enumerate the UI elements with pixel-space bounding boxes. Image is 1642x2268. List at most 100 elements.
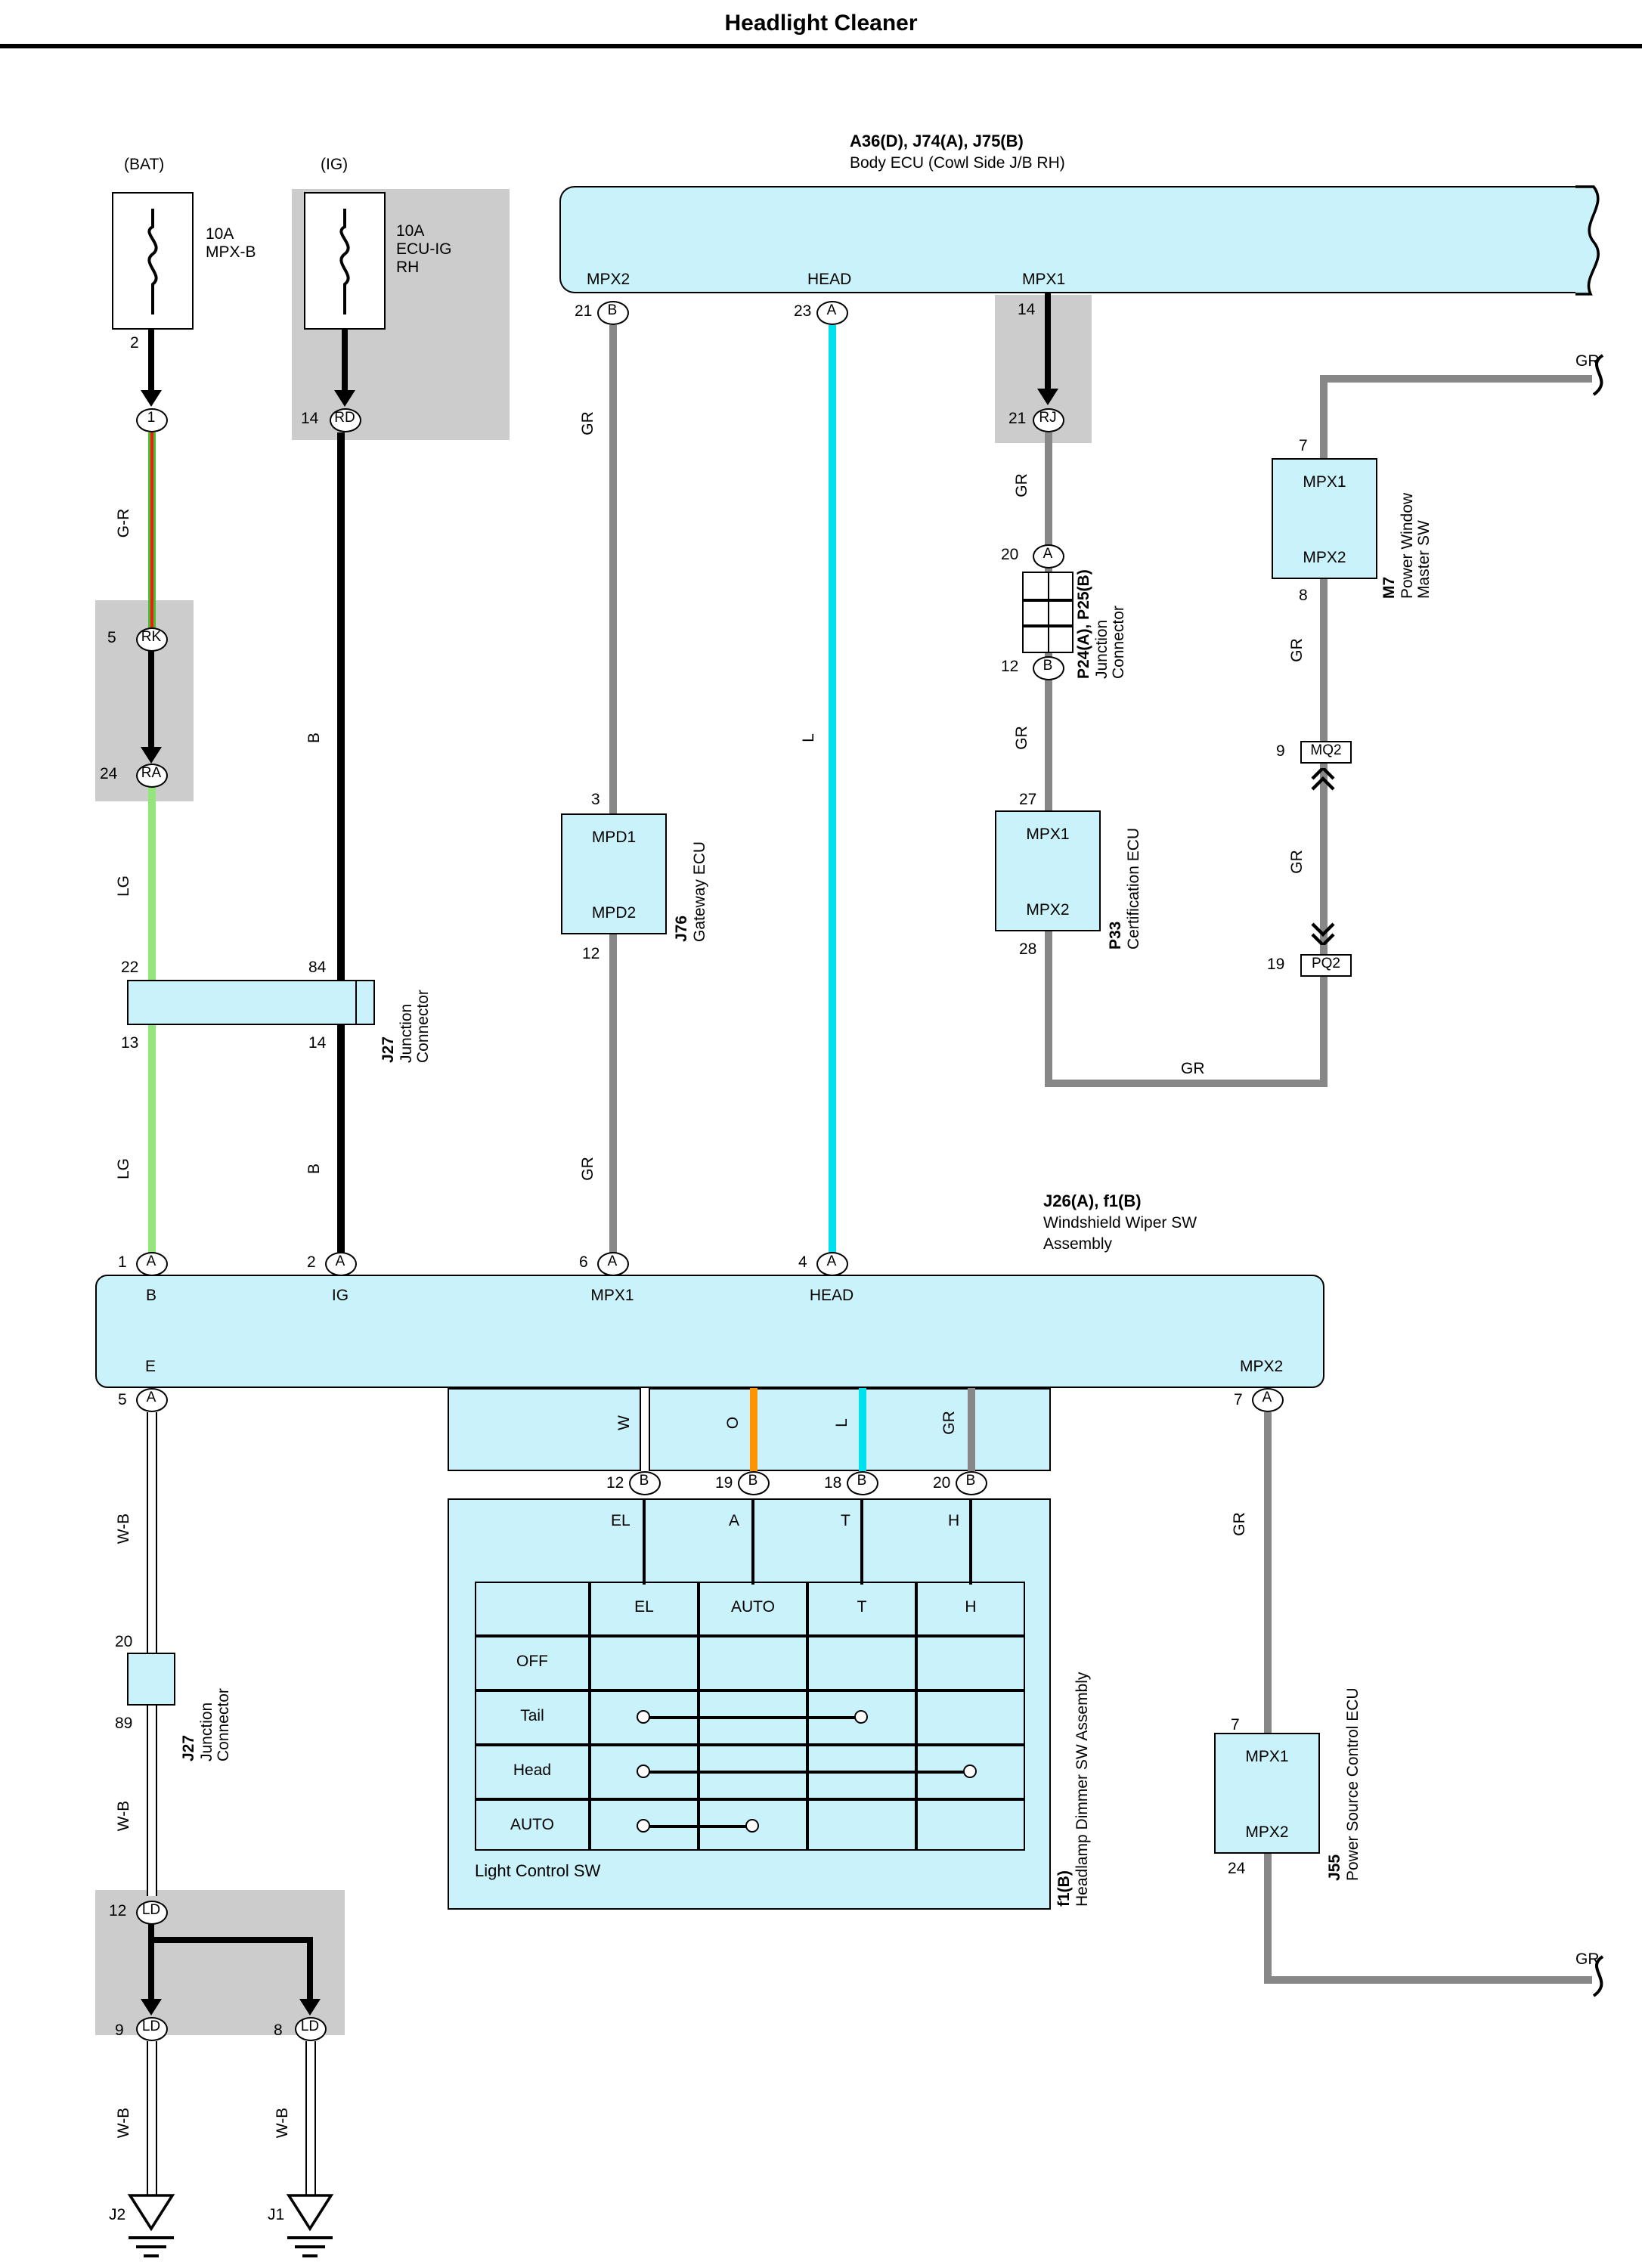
fuse-ig-rating: 10A: [396, 222, 425, 240]
wire-break-bottom-icon: [1592, 1955, 1604, 1997]
mq2-pin: 9: [1276, 742, 1285, 761]
j27-bottom-label: J27 Junction Connector: [180, 1688, 233, 1761]
connector-a-p24: A: [1032, 544, 1064, 569]
j27-junction-divider: [355, 981, 358, 1024]
body-ecu-pin-mpx1: 14: [1018, 301, 1036, 319]
m7-label: M7 Power Window Master SW: [1380, 492, 1433, 599]
title-rule: [0, 44, 1642, 48]
connector-a-wiper-e: A: [135, 1388, 167, 1412]
connector-b-h: B: [955, 1471, 987, 1495]
m7-pin-bot: 8: [1299, 587, 1308, 605]
wire-l-head: [828, 325, 835, 1258]
wire-wb-ground-left: [146, 2041, 156, 2195]
table-hline-3: [475, 1743, 1025, 1746]
connector-a-wiper-b: A: [135, 1252, 167, 1276]
rj-arrow-down-icon: [1037, 389, 1058, 405]
connector-b-a: B: [737, 1471, 769, 1495]
table-hline-4: [475, 1798, 1025, 1801]
j27-pin-22: 22: [121, 959, 139, 977]
wire-label-gr-m7a: GR: [1288, 638, 1306, 662]
wire-gr-horizontal-mid: [1044, 1080, 1327, 1087]
dimmer-lead-el: [643, 1498, 646, 1585]
contact-head: [644, 1771, 971, 1774]
fuse-ig-pin: 14: [301, 410, 319, 428]
p24-pin-top: 20: [1001, 546, 1019, 564]
wire-label-w: W: [615, 1415, 634, 1430]
wiper-port-e: E: [145, 1358, 156, 1376]
wire-gr-gateway: [609, 325, 616, 1258]
body-ecu-pin-head: 23: [794, 302, 812, 321]
wire-label-lg-2: LG: [115, 1158, 133, 1180]
connector-pq2: PQ2: [1300, 954, 1352, 977]
wire-gr-power-window: [1319, 375, 1327, 1087]
power-source-control-ecu-box: [1214, 1733, 1320, 1854]
wire-label-gr-m7b: GR: [1288, 850, 1306, 874]
p24-label: P24(A), P25(B) Junction Connector: [1075, 569, 1128, 679]
connector-a-wiper-mpx2: A: [1251, 1388, 1283, 1412]
fuse-ig-element-icon: [339, 209, 350, 314]
wire-label-lg-1: LG: [115, 875, 133, 897]
wire-gr-top-right: [1319, 375, 1591, 383]
contact-dot-auto-a: [745, 1819, 759, 1833]
wiper-name1: Windshield Wiper SW: [1043, 1214, 1197, 1232]
m7-port-mpx2: MPX2: [1303, 549, 1346, 567]
gateway-pin-top: 3: [591, 791, 600, 809]
p33-port-mpx1: MPX1: [1026, 826, 1070, 844]
wiper-pin-2: 2: [307, 1253, 316, 1272]
ld-stem-left: [148, 1922, 154, 2002]
wire-g-r: [147, 432, 155, 629]
table-header-h: H: [965, 1598, 977, 1616]
bat-arrow-down-icon: [141, 390, 162, 407]
wiper-port-mpx2: MPX2: [1240, 1358, 1284, 1376]
wire-label-b-2: B: [305, 1163, 324, 1175]
wire-b: [336, 432, 344, 1258]
bat-fuse-stem: [148, 330, 154, 393]
wire-label-gr-cert: GR: [1013, 726, 1031, 750]
ld-stem-right: [307, 1937, 313, 2002]
table-vline-1: [588, 1582, 591, 1851]
certification-ecu-box: [995, 810, 1101, 931]
j27b-pin-bot: 89: [115, 1715, 133, 1733]
rj-pin: 21: [1008, 410, 1027, 428]
pq2-pin: 19: [1267, 956, 1285, 974]
p24-grid-hline1: [1024, 599, 1072, 602]
gateway-port-mpd1: MPD1: [591, 829, 637, 847]
wire-break-top-icon: [1592, 354, 1604, 396]
rk-ra-stem: [148, 649, 154, 750]
j27-junction-box: [127, 980, 375, 1025]
light-control-sw-table: [475, 1582, 1025, 1851]
wiper-sw-assembly-box: [95, 1275, 1324, 1388]
connector-a-head: A: [816, 301, 847, 325]
connector-a-wiper-head: A: [816, 1252, 847, 1276]
wire-label-wb-2: W-B: [115, 1800, 133, 1832]
wiper-pin-1: 1: [118, 1253, 127, 1272]
j27-bottom-junction-box: [127, 1653, 175, 1706]
connector-b-p24: B: [1032, 656, 1064, 680]
double-chevron-down-icon: [1311, 922, 1335, 945]
connector-rj: RJ: [1032, 408, 1064, 432]
table-header-el: EL: [634, 1598, 654, 1616]
gateway-ecu-box: [561, 813, 667, 934]
m7-pin-top: 7: [1299, 437, 1308, 455]
wire-label-gr-j55: GR: [1231, 1512, 1249, 1536]
wire-gr-j55: [1263, 1412, 1271, 1984]
contact-dot-tail-el: [637, 1710, 650, 1724]
connector-ld-8: LD: [294, 2017, 326, 2041]
fuse-bat-name: MPX-B: [206, 243, 256, 262]
contact-auto: [644, 1825, 753, 1828]
dimmer-label: f1(B) Headlamp Dimmer SW Assembly: [1055, 1672, 1091, 1907]
connector-rk: RK: [135, 627, 167, 652]
wire-w-strip: [639, 1388, 649, 1471]
wiper-port-b: B: [145, 1287, 156, 1305]
p24-pin-bot: 12: [1001, 658, 1019, 676]
rk-ra-arrow-down-icon: [141, 747, 162, 764]
table-row-off: OFF: [516, 1653, 548, 1671]
bat-label: (BAT): [124, 156, 165, 174]
wire-label-wb-1: W-B: [115, 1513, 133, 1545]
body-ecu-name: Body ECU (Cowl Side J/B RH): [850, 154, 1065, 172]
rj-stem: [1045, 293, 1051, 392]
body-ecu-code: A36(D), J74(A), J75(B): [850, 133, 1024, 151]
power-window-master-sw-box: [1272, 458, 1377, 579]
p33-port-mpx2: MPX2: [1026, 901, 1070, 919]
dimmer-lead-t: [860, 1498, 863, 1585]
